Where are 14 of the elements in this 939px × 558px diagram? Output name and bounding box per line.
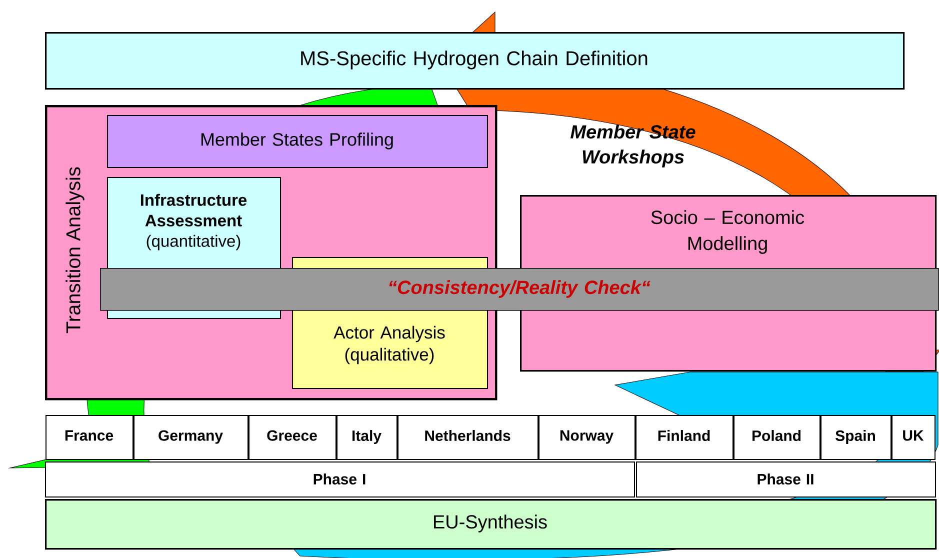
- country-cell: France: [46, 415, 134, 460]
- country-cell: Germany: [134, 415, 248, 460]
- country-cell: Greece: [248, 415, 336, 460]
- country-cell: Italy: [336, 415, 398, 460]
- synthesis-bar: EU-Synthesis: [45, 499, 937, 550]
- arrow-label: Member State Workshops: [570, 124, 696, 168]
- country-cell: Finland: [636, 415, 734, 460]
- country-cell: Spain: [820, 415, 892, 460]
- country-cell: Norway: [538, 415, 636, 460]
- profiling-box: Member States Profiling: [107, 115, 488, 168]
- country-cell: Poland: [734, 415, 820, 460]
- check-band: “Consistency/Reality Check“: [100, 268, 939, 311]
- country-cell: UK: [892, 415, 936, 460]
- title-box: MS-Specific Hydrogen Chain Definition: [45, 32, 905, 90]
